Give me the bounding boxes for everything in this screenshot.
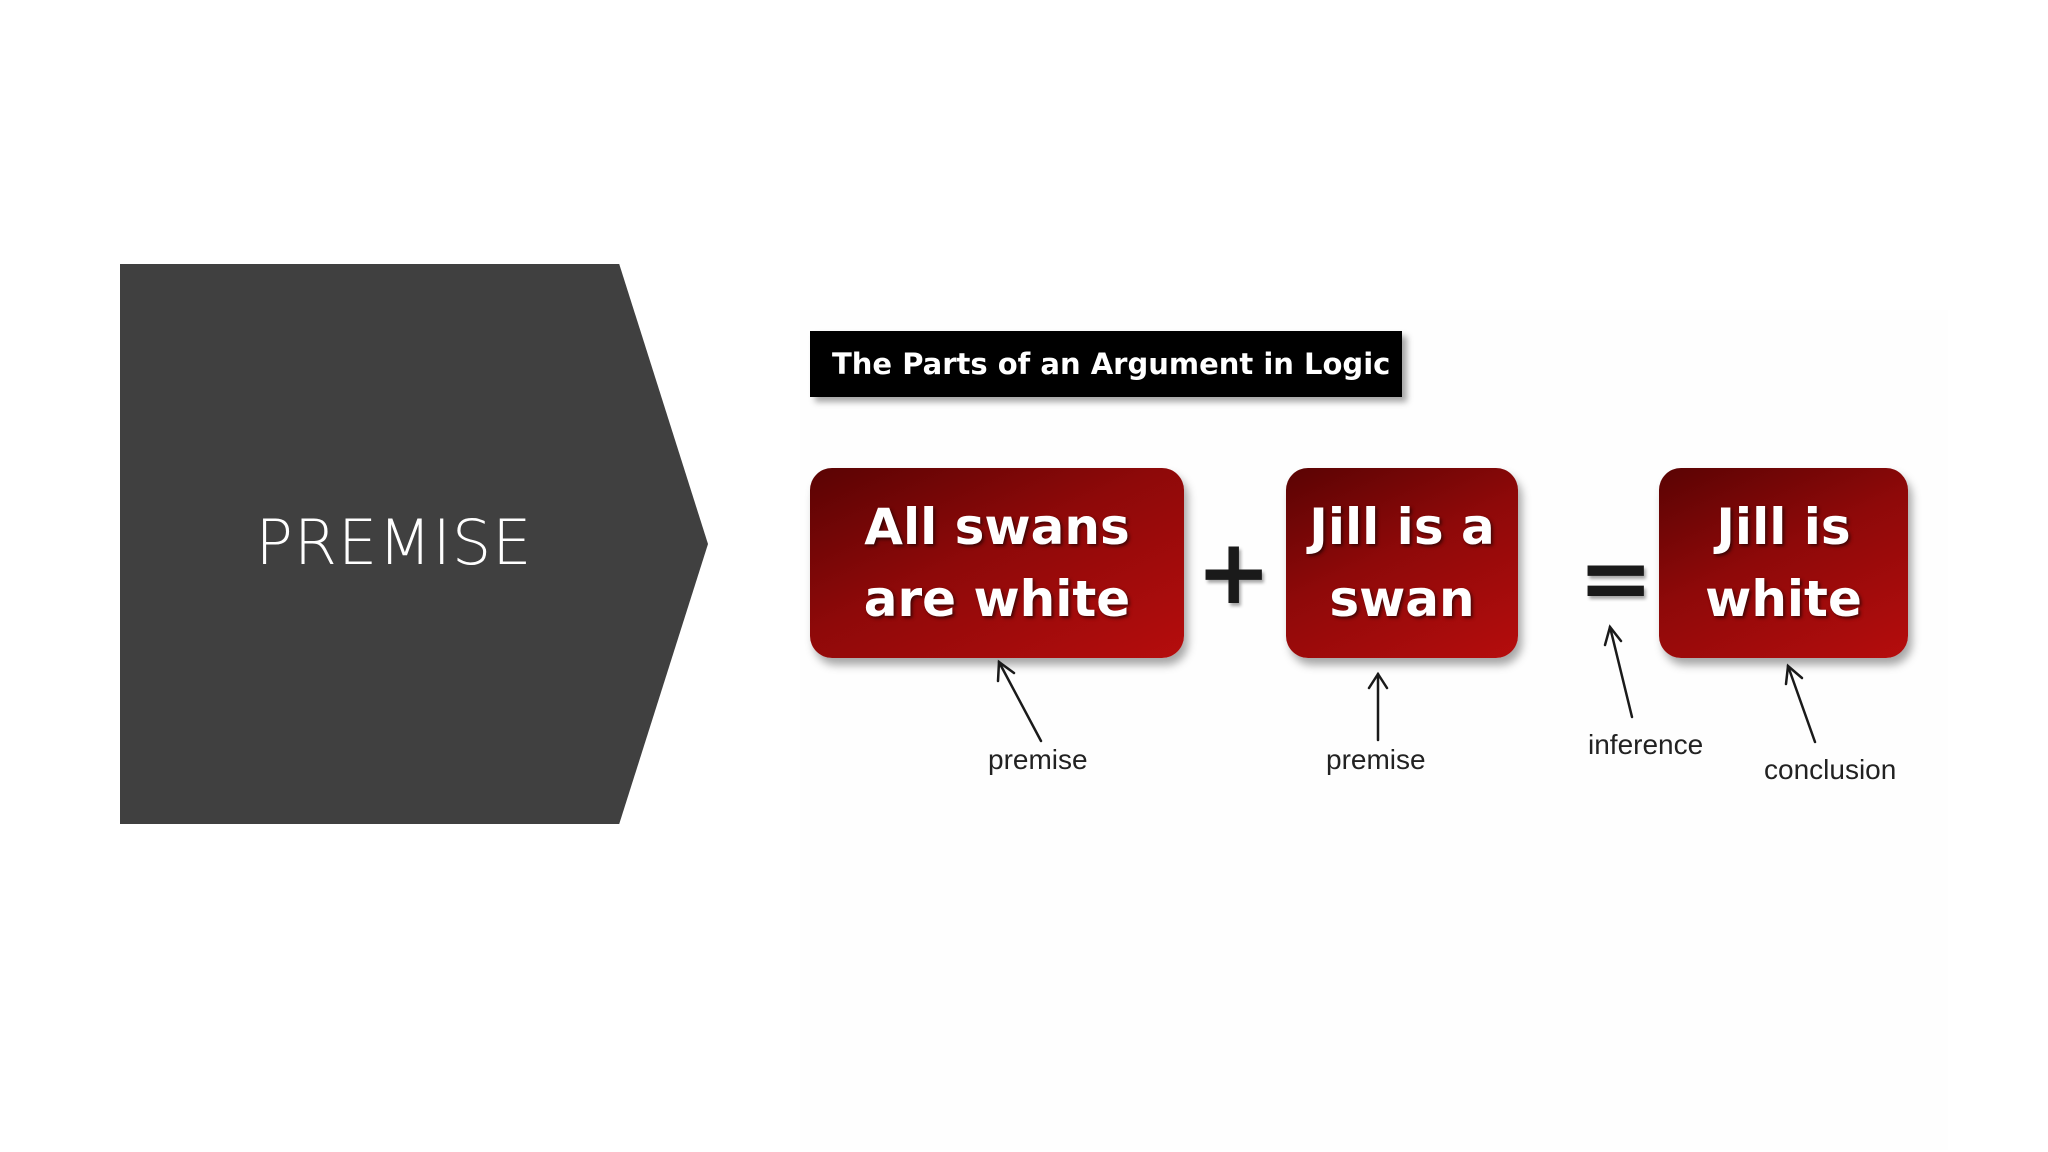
label-premise-2: premise bbox=[1326, 744, 1426, 775]
premise-box-2-text: Jill is a swan bbox=[1309, 498, 1495, 628]
premise-box-1-text: All swans are white bbox=[863, 498, 1131, 628]
chevron-label: PREMISE bbox=[255, 506, 533, 579]
conclusion-box: Jill is white bbox=[1659, 468, 1908, 658]
chevron-shape bbox=[120, 264, 708, 824]
argument-diagram bbox=[800, 310, 1948, 1150]
premise-box-1: All swans are white bbox=[810, 468, 1184, 658]
premise-box-2: Jill is a swan bbox=[1286, 468, 1518, 658]
plus-operator: + bbox=[1196, 520, 1272, 625]
label-inference: inference bbox=[1588, 729, 1704, 760]
label-premise-1: premise bbox=[988, 744, 1088, 775]
conclusion-box-text: Jill is white bbox=[1705, 498, 1862, 628]
diagram-title-bar bbox=[810, 331, 1402, 397]
label-conclusion: conclusion bbox=[1764, 754, 1897, 785]
diagram-title: The Parts of an Argument in Logic bbox=[832, 347, 1391, 381]
equals-operator: = bbox=[1578, 526, 1654, 631]
